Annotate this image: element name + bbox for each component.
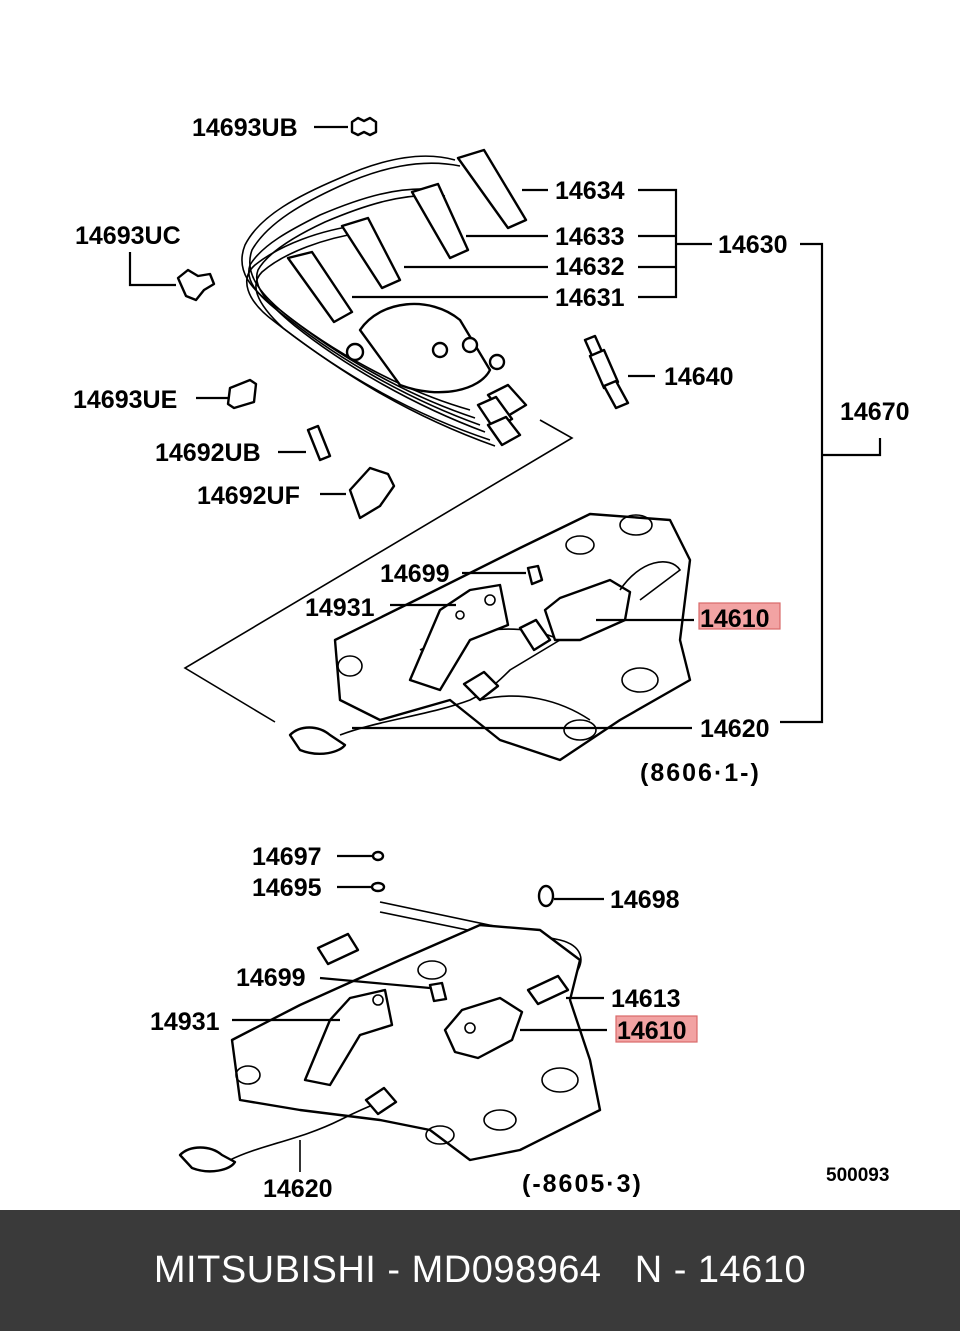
label-14693ue[interactable]: 14693UE	[73, 386, 177, 414]
washer-14695-part[interactable]	[370, 881, 386, 893]
label-14640[interactable]: 14640	[664, 363, 734, 391]
label-14692uf[interactable]: 14692UF	[197, 482, 300, 510]
intake-manifold-upper-part	[333, 512, 692, 762]
sensor-wire-14620-upper-part[interactable]	[288, 639, 561, 755]
sensor-wire-14620-lower-part[interactable]	[178, 1086, 398, 1173]
nut-14697-part[interactable]	[371, 850, 385, 862]
sensor-14610-upper-part[interactable]	[518, 561, 682, 652]
highlight-14610-lower	[615, 1015, 698, 1043]
label-14699-upper[interactable]: 14699	[380, 560, 450, 588]
label-14620-lower[interactable]: 14620	[263, 1175, 333, 1203]
bolt-14699-upper-part[interactable]	[526, 564, 544, 586]
intake-manifold-lower-part	[230, 923, 602, 1162]
date-range-upper: (8606·1-)	[640, 759, 761, 787]
label-14699-lower[interactable]: 14699	[236, 964, 306, 992]
parts-diagram: 14693UB 14634 14633 14632 14631 14630 14…	[73, 114, 910, 1203]
highlight-14610-upper	[698, 602, 781, 630]
sensor-14610-lower-part[interactable]	[443, 996, 524, 1060]
label-14632[interactable]: 14632	[555, 253, 625, 281]
label-14698[interactable]: 14698	[610, 886, 680, 914]
date-range-lower: (-8605·3)	[522, 1170, 643, 1198]
label-14633[interactable]: 14633	[555, 223, 625, 251]
clip-14692uf-part[interactable]	[348, 466, 396, 520]
label-14631[interactable]: 14631	[555, 284, 625, 312]
clamp-14698-part[interactable]	[537, 884, 555, 908]
label-14695[interactable]: 14695	[252, 874, 322, 902]
label-14693uc[interactable]: 14693UC	[75, 222, 181, 250]
label-14670[interactable]: 14670	[840, 398, 910, 426]
label-14693ub[interactable]: 14693UB	[192, 114, 298, 142]
label-14610-lower[interactable]: 14610	[617, 1017, 687, 1045]
label-14931-lower[interactable]: 14931	[150, 1008, 220, 1036]
distributor-cap-part[interactable]	[345, 302, 528, 447]
label-14931-upper[interactable]: 14931	[305, 594, 375, 622]
label-14620-upper[interactable]: 14620	[700, 715, 770, 743]
label-14692ub[interactable]: 14692UB	[155, 439, 261, 467]
label-14630[interactable]: 14630	[718, 231, 788, 259]
clip-14693ub-part[interactable]	[350, 116, 378, 137]
label-14697[interactable]: 14697	[252, 843, 322, 871]
diagram-reference-number: 500093	[826, 1165, 889, 1186]
label-14634[interactable]: 14634	[555, 177, 625, 205]
bolt-14699-lower-part[interactable]	[428, 981, 448, 1003]
bracket-14931-lower-part[interactable]	[303, 988, 394, 1087]
footer-part-info: MITSUBISHI - MD098964 N - 14610	[153, 1249, 807, 1291]
ignition-cables-part[interactable]	[241, 148, 528, 447]
label-14613[interactable]: 14613	[611, 985, 681, 1013]
spacer-14692ub-part[interactable]	[306, 424, 332, 462]
pipe-14613-part[interactable]	[526, 974, 570, 1006]
label-14610-upper[interactable]: 14610	[700, 605, 770, 633]
bracket-14931-upper-part[interactable]	[408, 583, 510, 692]
footer-bar: MITSUBISHI - MD098964 N - 14610	[0, 1210, 960, 1331]
clip-14693uc-part[interactable]	[176, 268, 216, 302]
spark-plug-part[interactable]	[583, 334, 630, 410]
clip-14693ue-part[interactable]	[226, 378, 258, 410]
